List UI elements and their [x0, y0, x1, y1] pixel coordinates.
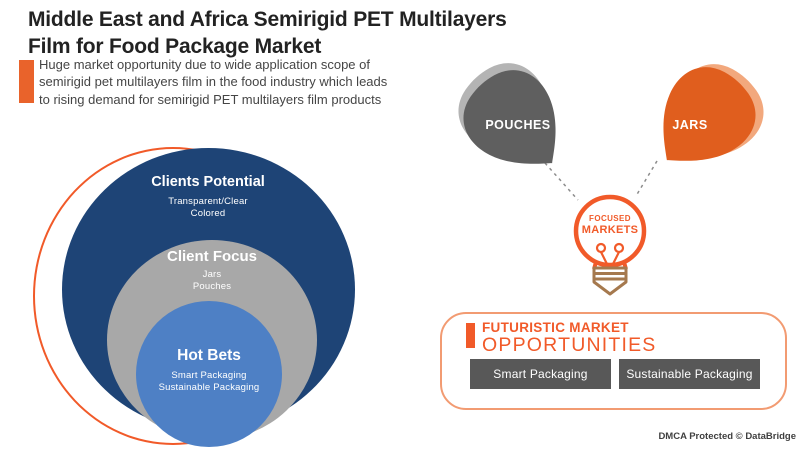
smart-packaging-button: Smart Packaging [463, 359, 611, 396]
panel-heading-line2: OPPORTUNITIES [482, 334, 657, 356]
venn-item: Smart Packaging [171, 370, 247, 381]
bulb-word-focused: FOCUSED [589, 214, 631, 223]
bulb-word-markets: MARKETS [582, 224, 639, 236]
page-title-line1: Middle East and Africa Semirigid PET Mul… [28, 8, 507, 31]
filament-stem-left [600, 251, 608, 265]
panel-heading-line1: FUTURISTIC MARKET [482, 320, 629, 335]
filament-stem-right [612, 251, 620, 265]
intro-line: semirigid pet multilayers film in the fo… [39, 74, 388, 90]
hot-bets-circle [136, 301, 282, 447]
venn-item: Transparent/Clear [168, 196, 248, 207]
venn-item: Jars [202, 269, 222, 280]
futuristic-opportunities-panel: FUTURISTIC MARKET OPPORTUNITIES Smart Pa… [440, 312, 787, 410]
dmca-copyright-text: DMCA Protected © DataBridge [658, 431, 796, 442]
client-focus-items: Jars Pouches [62, 269, 362, 293]
bulb-glass [573, 194, 647, 268]
clients-venn-diagram: Clients Potential Transparent/Clear Colo… [33, 147, 362, 447]
hot-bets-items: Smart Packaging Sustainable Packaging [59, 370, 359, 394]
focused-markets-graphic: POUCHES JARS FOCUSED MARKETS [450, 55, 780, 296]
bulb-base [592, 266, 628, 296]
sustainable-packaging-button: Sustainable Packaging [612, 359, 760, 396]
page-title-line2: Film for Food Package Market [28, 35, 322, 58]
opportunity-buttons-row: Smart Packaging Sustainable Packaging [463, 359, 760, 396]
venn-item: Pouches [192, 281, 232, 292]
lightbulb-icon: FOCUSED MARKETS [573, 194, 647, 296]
panel-accent-bar [466, 323, 475, 348]
client-focus-label: Client Focus [166, 248, 257, 265]
venn-item: Sustainable Packaging [158, 382, 260, 393]
pouches-connector-line [544, 162, 579, 201]
page-title: Middle East and Africa Semirigid PET Mul… [28, 6, 507, 60]
intro-paragraph: Huge market opportunity due to wide appl… [39, 56, 387, 108]
panel-heading: FUTURISTIC MARKET OPPORTUNITIES [482, 320, 657, 356]
clients-potential-label: Clients Potential [151, 174, 265, 190]
jars-connector-line [635, 160, 658, 197]
intro-line: Huge market opportunity due to wide appl… [39, 57, 370, 72]
venn-item: Colored [190, 208, 226, 219]
pouches-label: POUCHES [485, 118, 550, 132]
hot-bets-label: Hot Bets [177, 347, 241, 364]
intro-line: to rising demand for semirigid PET multi… [39, 91, 382, 107]
clients-potential-items: Transparent/Clear Colored [58, 196, 358, 220]
intro-accent-bar [19, 60, 34, 103]
jars-label: JARS [672, 118, 707, 132]
